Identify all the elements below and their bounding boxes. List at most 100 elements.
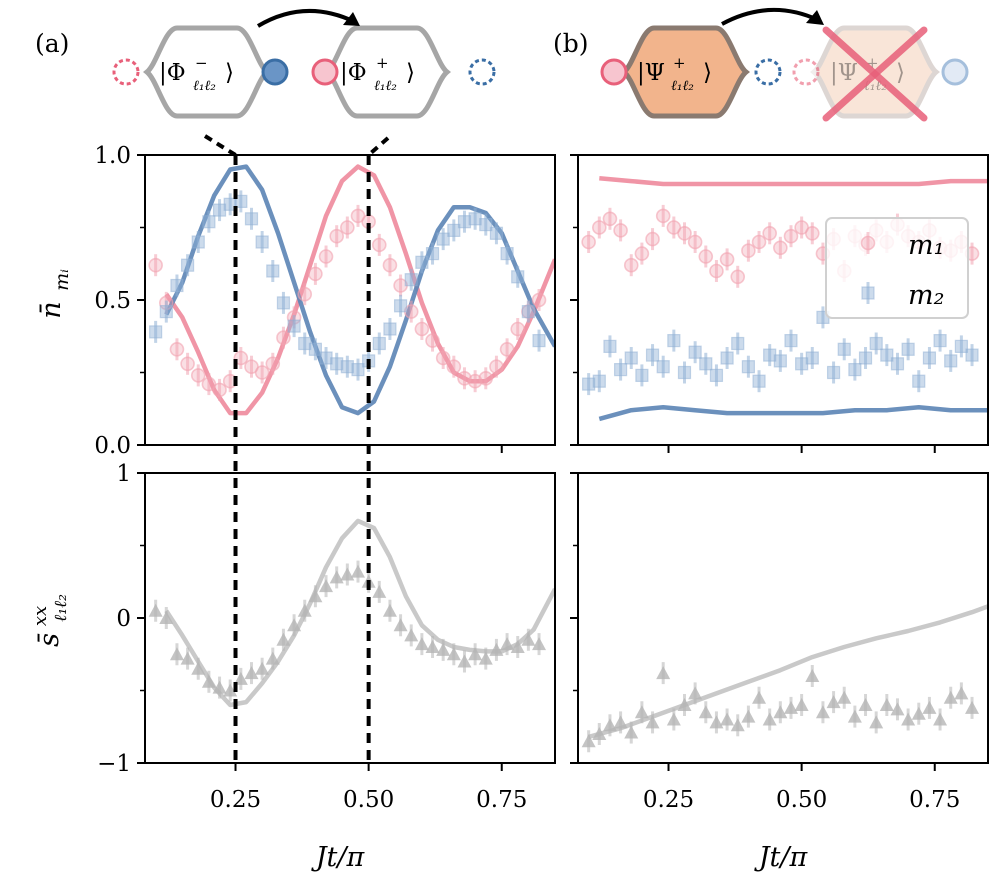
data-point-a-top-3-24 [404, 268, 418, 291]
data-point-a-bottom-1-16 [319, 575, 334, 598]
data-point-b-top-3-33-square [933, 334, 947, 348]
data-point-a-top-2-0 [148, 254, 163, 277]
ket-phi-plus-close: ⟩ [406, 60, 415, 86]
data-point-a-bottom-1-3 [180, 647, 195, 670]
data-point-a-bottom-1-4-triangle [191, 661, 206, 675]
data-point-a-top-2-30-circle [467, 373, 483, 389]
x-axis-label-b: Jt/π [754, 842, 809, 873]
data-point-a-bottom-1-23 [393, 614, 408, 637]
data-point-a-top-3-32 [489, 222, 504, 245]
data-point-b-bottom-1-22-triangle [815, 705, 830, 719]
data-point-a-top-3-2 [170, 274, 184, 297]
data-point-b-bottom-1-5-triangle [634, 705, 649, 719]
ket-phi-plus: |Φ+ℓ₁ℓ₂⟩ [340, 54, 415, 94]
data-point-b-bottom-1-17-triangle [762, 712, 777, 726]
data-point-a-bottom-1-32-triangle [489, 642, 504, 656]
data-point-a-top-3-23 [393, 294, 408, 317]
data-point-a-top-2-21-circle [371, 237, 387, 253]
data-point-a-top-2-6-circle [212, 382, 227, 398]
data-point-a-bottom-1-33 [500, 633, 515, 656]
data-point-b-bottom-1-26-triangle [858, 698, 873, 711]
data-point-a-top-3-26-square [425, 247, 440, 261]
data-point-b-bottom-1-17 [762, 708, 777, 731]
data-point-b-top-2-13-circle [719, 252, 735, 267]
x-tick-label-b-bottom-0: 0.25 [643, 787, 694, 813]
data-point-a-bottom-1-1 [159, 607, 174, 629]
data-point-a-top-3-25 [415, 251, 429, 274]
data-point-a-top-2-4-circle [190, 368, 206, 383]
data-point-a-bottom-1-28-triangle [446, 647, 461, 661]
data-point-a-top-2-16 [318, 245, 334, 268]
dashed-markers [203, 134, 390, 763]
data-point-a-bottom-1-21 [372, 580, 387, 603]
data-point-b-bottom-1-18-triangle [773, 705, 788, 719]
data-point-b-bottom-1-13 [720, 708, 735, 731]
data-point-a-top-3-29-square [457, 215, 472, 229]
data-point-b-top-2-6-circle [645, 231, 660, 247]
data-point-b-top-2-16 [751, 231, 767, 253]
data-point-a-top-3-18 [340, 355, 354, 378]
data-point-a-top-3-27-square [436, 232, 450, 246]
data-point-b-bottom-1-31-triangle [911, 706, 926, 720]
series-group-a-bottom [148, 518, 555, 708]
data-point-b-top-3-24-square [837, 342, 851, 356]
data-point-a-top-3-8 [234, 190, 248, 213]
data-point-b-top-3-0-square [582, 377, 596, 391]
y-tick-label-a-top-0: 0.0 [94, 433, 131, 459]
data-point-a-top-3-21-square [372, 336, 386, 351]
data-point-b-top-3-35 [954, 335, 968, 358]
data-point-b-top-2-11-circle [698, 249, 714, 264]
data-point-a-bottom-1-34-triangle [510, 640, 525, 653]
data-point-a-bottom-1-25 [414, 633, 429, 656]
data-point-b-top-2-19-circle [783, 228, 799, 244]
data-point-b-bottom-1-10 [688, 682, 703, 705]
data-point-a-top-2-32 [489, 355, 504, 378]
cross-mark-2 [822, 26, 928, 122]
data-point-b-top-3-7-square [656, 360, 670, 374]
data-point-b-bottom-1-30-triangle [901, 712, 916, 726]
data-point-b-top-2-10 [687, 231, 703, 253]
ket-psi-plus: |Ψ+ℓ₁ℓ₂⟩ [637, 54, 712, 94]
data-point-b-top-3-28 [880, 344, 894, 367]
data-point-a-bottom-1-6-triangle [212, 680, 227, 694]
dashed-connector-0 [203, 134, 237, 157]
data-point-a-bottom-1-0 [148, 599, 163, 622]
data-point-b-top-3-14-square [731, 336, 745, 351]
data-point-a-top-2-16-circle [318, 249, 334, 264]
data-point-b-bottom-1-1 [592, 723, 607, 745]
data-point-b-bottom-1-32 [922, 696, 937, 719]
data-point-a-bottom-1-11 [265, 647, 280, 670]
data-point-a-bottom-1-7-triangle [223, 683, 238, 697]
data-point-b-top-2-17-circle [762, 226, 777, 241]
data-point-a-bottom-1-24 [404, 624, 419, 647]
data-point-a-top-2-15 [308, 262, 323, 285]
data-point-b-top-2-6 [645, 228, 660, 251]
data-point-b-bottom-1-7 [656, 662, 671, 685]
data-point-a-top-3-17-square [330, 357, 344, 371]
legend-marker-m1 [860, 232, 876, 254]
ket-psi-faded-main: |Ψ [830, 60, 858, 86]
data-point-b-top-2-11 [698, 245, 714, 268]
ket-phi-minus-close: ⟩ [225, 60, 234, 86]
data-point-b-top-2-10-circle [687, 234, 703, 250]
data-point-b-top-3-33 [933, 329, 947, 352]
arrow-a-head [343, 12, 360, 26]
data-point-a-bottom-1-17 [329, 566, 344, 589]
data-point-a-top-2-15-circle [308, 266, 323, 282]
legend-marker-m2 [861, 282, 875, 304]
data-point-a-top-3-19 [351, 358, 365, 381]
data-point-b-top-2-16-circle [751, 234, 767, 250]
data-point-a-top-2-30 [467, 370, 483, 393]
x-tick-label-a-bottom-2: 0.75 [476, 787, 527, 813]
data-point-b-bottom-1-23-triangle [826, 695, 841, 709]
data-point-a-top-3-34 [511, 265, 525, 288]
data-point-b-top-2-7 [655, 204, 671, 227]
data-point-b-top-2-4-circle [623, 257, 639, 273]
y-label-bottom-main: s̄ [34, 633, 65, 647]
data-point-b-top-3-21 [805, 347, 819, 369]
node-red-filled-a [311, 58, 339, 86]
data-point-a-top-3-3-square [180, 258, 195, 272]
data-point-b-top-3-12 [709, 364, 724, 387]
